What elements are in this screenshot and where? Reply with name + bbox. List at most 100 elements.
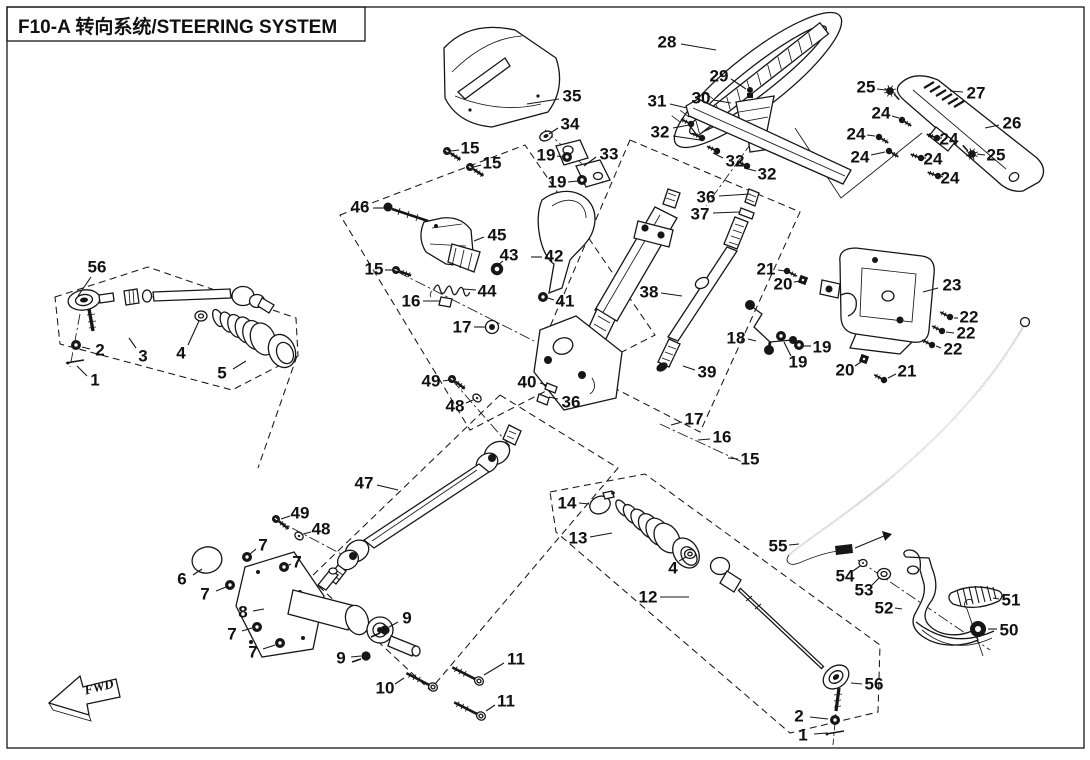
callout-42: 42: [545, 247, 564, 266]
callout-24: 24: [872, 104, 891, 123]
callout-16: 16: [713, 428, 732, 447]
washer-4: [683, 548, 697, 560]
leader-line-9: [350, 655, 362, 658]
cable-55: [786, 316, 1031, 565]
callout-33: 33: [600, 145, 619, 164]
callout-48: 48: [312, 520, 331, 539]
leader-line-4: [187, 320, 200, 346]
leader-line-24: [866, 134, 876, 137]
pedal-arm-52: [903, 549, 979, 646]
callout-24: 24: [941, 169, 960, 188]
leader-line-49: [280, 515, 291, 520]
leader-line-20: [793, 280, 801, 283]
callout-30: 30: [692, 89, 711, 108]
callout-24: 24: [851, 148, 870, 167]
callout-28: 28: [658, 33, 677, 52]
wheel-plate: [685, 98, 852, 185]
callout-19: 19: [813, 338, 832, 357]
leader-line-19: [567, 180, 579, 183]
leader-line-9: [388, 621, 399, 628]
bolt-19: [561, 151, 573, 163]
leader-line-53: [871, 577, 880, 586]
callout-22: 22: [960, 308, 979, 327]
callout-11: 11: [497, 692, 515, 711]
nut-19: [775, 330, 787, 342]
leader-line-17: [670, 421, 683, 426]
bolts-10-11: [403, 662, 489, 723]
left-tie-rod: [65, 285, 297, 369]
callout-8: 8: [238, 603, 247, 622]
leader-line-21: [777, 269, 786, 272]
callout-41: 41: [556, 292, 575, 311]
leader-line-1: [76, 365, 88, 377]
leader-line-30: [712, 99, 732, 104]
leader-line-24: [870, 151, 886, 156]
callout-9: 9: [402, 609, 411, 628]
leader-line-7: [215, 586, 227, 592]
bolt-10: [403, 668, 441, 694]
callout-48: 48: [446, 397, 465, 416]
leader-line-23: [922, 287, 939, 293]
callout-24: 24: [847, 125, 866, 144]
nut-19: [793, 339, 805, 351]
callout-54: 54: [836, 567, 855, 586]
callout-25: 25: [857, 78, 876, 97]
leader-line-48: [465, 399, 474, 404]
leader-line-11: [483, 662, 505, 676]
callout-2: 2: [794, 707, 803, 726]
leader-line-14: [578, 502, 590, 505]
boot-13: [615, 499, 700, 569]
bolt-46: [383, 202, 429, 223]
callout-31: 31: [648, 92, 667, 111]
callout-4: 4: [176, 344, 186, 363]
callout-18: 18: [727, 329, 746, 348]
leader-line-11: [485, 704, 496, 712]
callout-51: 51: [1002, 591, 1021, 610]
pedal-group: [858, 549, 1003, 657]
leader-line-39: [682, 365, 696, 371]
callout-24: 24: [940, 130, 959, 149]
boot-5: [211, 308, 297, 369]
upper-covers: [896, 75, 1045, 192]
leader-line-32: [672, 124, 690, 129]
leader-line-35: [526, 98, 560, 105]
fwd-arrow: FWD: [47, 674, 121, 722]
callout-21: 21: [898, 362, 917, 381]
oring-6: [191, 546, 223, 574]
leader-line-7: [262, 644, 276, 650]
leader-line-36: [718, 193, 751, 197]
eps-column-38: [584, 188, 681, 352]
callout-7: 7: [258, 536, 267, 555]
lever-42: [537, 190, 596, 295]
leader-line-32: [712, 152, 724, 159]
callout-32: 32: [651, 123, 670, 142]
callout-17: 17: [453, 318, 472, 337]
leader-line-18: [747, 338, 757, 342]
nut-41: [537, 291, 549, 303]
leader-line-3: [128, 337, 137, 349]
callout-25: 25: [987, 146, 1006, 165]
leader-line-22: [945, 331, 955, 334]
washer-53: [876, 567, 892, 581]
drawing-border: [6, 6, 1085, 749]
leader-line-41: [547, 297, 555, 301]
callout-49: 49: [291, 504, 310, 523]
callout-29: 29: [710, 67, 729, 86]
right-tie-rod: [589, 490, 850, 736]
screw-24: [896, 114, 914, 130]
screw-24: [883, 145, 901, 161]
leader-line-8: [252, 608, 265, 612]
callout-3: 3: [138, 347, 147, 366]
leader-line-56: [77, 276, 92, 297]
leader-line-54: [852, 565, 861, 572]
nut-2: [829, 714, 841, 726]
leader-line-15: [727, 457, 739, 460]
leader-line-29: [730, 78, 747, 90]
callout-7: 7: [248, 643, 257, 662]
callout-20: 20: [774, 275, 793, 294]
callout-1: 1: [798, 726, 807, 745]
leader-line-40: [539, 382, 547, 386]
callout-19: 19: [789, 353, 808, 372]
callout-45: 45: [488, 226, 507, 245]
leader-line-16: [697, 438, 711, 441]
